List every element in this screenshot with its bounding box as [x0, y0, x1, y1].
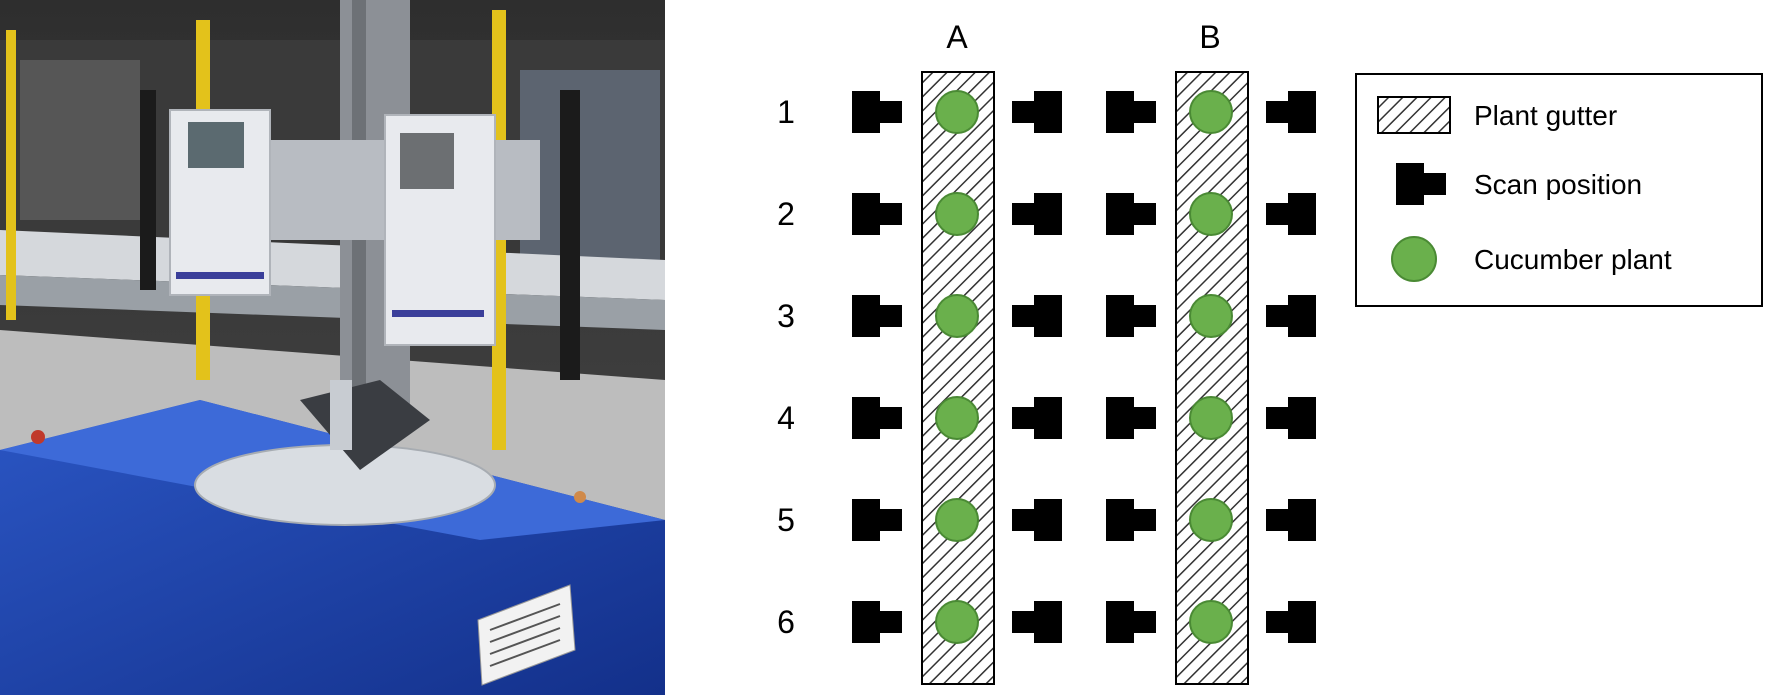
legend: Plant gutter Scan position Cucumber plan…: [1355, 73, 1763, 307]
scan-position-icon-a-left: [852, 295, 902, 337]
scan-position-icon-b-left: [1106, 499, 1156, 541]
scan-position-icon-a-right: [1012, 295, 1062, 337]
scan-position-icon-a-left: [852, 601, 902, 643]
photo-turntable: [194, 444, 496, 526]
legend-plant-icon: [1391, 236, 1437, 282]
column-label-a: A: [946, 19, 968, 55]
scan-position-icon-b-left: [1106, 193, 1156, 235]
cucumber-plant-icon: [1189, 294, 1233, 338]
scan-position-icon-a-right: [1012, 601, 1062, 643]
cucumber-plant-icon: [1189, 498, 1233, 542]
scan-position-icon-b-right: [1266, 91, 1316, 133]
cucumber-plant-icon: [935, 600, 979, 644]
scan-position-icon-a-left: [852, 499, 902, 541]
cucumber-plant-icon: [1189, 396, 1233, 440]
row-label: 2: [777, 196, 795, 232]
scan-position-icon-b-right: [1266, 499, 1316, 541]
row-label: 5: [777, 502, 795, 538]
row-label: 3: [777, 298, 795, 334]
legend-gutter-swatch: [1377, 96, 1451, 134]
row-label: 4: [777, 400, 795, 436]
column-label-b: B: [1199, 19, 1220, 55]
scan-position-icon-b-left: [1106, 397, 1156, 439]
warning-label-icon: [477, 584, 576, 686]
scan-position-icon-a-left: [852, 193, 902, 235]
legend-gutter-label: Plant gutter: [1474, 100, 1617, 131]
legend-plant-label: Cucumber plant: [1474, 244, 1672, 275]
scan-position-icon-b-right: [1266, 397, 1316, 439]
scan-position-icon-b-right: [1266, 295, 1316, 337]
row-label: 6: [777, 604, 795, 640]
scan-position-icon-a-right: [1012, 193, 1062, 235]
scan-position-icon-b-left: [1106, 601, 1156, 643]
plant-gutter-a: [921, 71, 995, 685]
cucumber-plant-icon: [1189, 600, 1233, 644]
scan-position-icon-a-left: [852, 91, 902, 133]
photo-yellow-post: [6, 30, 16, 320]
cucumber-plant-icon: [1189, 192, 1233, 236]
cucumber-plant-icon: [935, 396, 979, 440]
row-label: 1: [777, 94, 795, 130]
scanner-photo: [0, 0, 665, 695]
cucumber-plant-icon: [935, 498, 979, 542]
cucumber-plant-icon: [1189, 90, 1233, 134]
scan-position-icon-b-right: [1266, 601, 1316, 643]
gutter-diagram: A B 1 2 3 4 5 6: [777, 19, 1316, 685]
legend-scan-icon: [1396, 163, 1446, 205]
cucumber-plant-icon: [935, 90, 979, 134]
scan-position-icon-a-left: [852, 397, 902, 439]
plant-gutter-b: [1175, 71, 1249, 685]
cucumber-plant-icon: [935, 192, 979, 236]
scan-position-icon-b-right: [1266, 193, 1316, 235]
scan-position-icon-b-left: [1106, 91, 1156, 133]
legend-scan-label: Scan position: [1474, 169, 1642, 200]
rows-layer: 1 2 3 4 5 6: [777, 90, 1316, 644]
cucumber-plant-icon: [935, 294, 979, 338]
scan-position-icon-a-right: [1012, 499, 1062, 541]
scan-position-icon-a-right: [1012, 91, 1062, 133]
scan-position-icon-b-left: [1106, 295, 1156, 337]
scan-position-icon-a-right: [1012, 397, 1062, 439]
